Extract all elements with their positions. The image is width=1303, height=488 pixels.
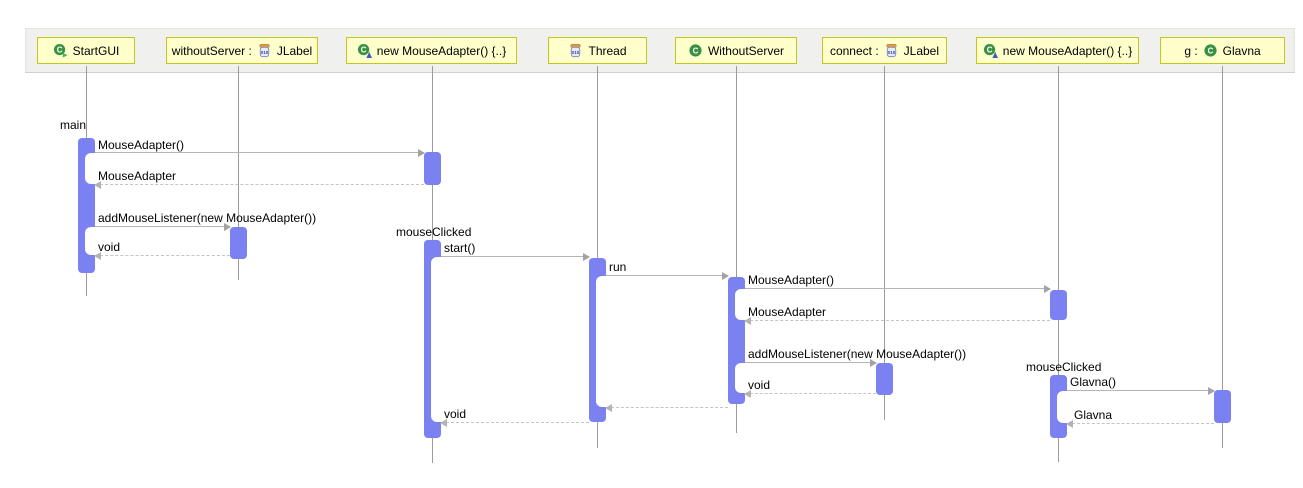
message-label-void-2[interactable]: void bbox=[748, 378, 771, 392]
message-label-void-1[interactable]: void bbox=[98, 240, 121, 254]
participant-label: WithoutServer bbox=[707, 43, 785, 58]
activation-withoutserver-jlabel[interactable] bbox=[229, 227, 247, 259]
participant-thread[interactable]: 010 Thread bbox=[548, 37, 647, 64]
lifeline-mouseadapter-2 bbox=[1057, 66, 1059, 462]
activation-glavna-ctor[interactable] bbox=[1213, 390, 1231, 423]
participant-prefix: connect : bbox=[829, 43, 879, 58]
return-arrow-run bbox=[604, 404, 728, 412]
message-label-glavna-return[interactable]: Glavna bbox=[1074, 408, 1113, 422]
participant-withoutserver[interactable]: C WithoutServer bbox=[675, 37, 797, 64]
participant-anonymous-mouseadapter-1[interactable]: C new MouseAdapter() {..} bbox=[346, 37, 517, 64]
activation-mouseadapter2-ctor[interactable] bbox=[1049, 290, 1067, 320]
svg-text:010: 010 bbox=[572, 50, 580, 55]
lifeline-thread bbox=[596, 66, 598, 448]
participant-glavna[interactable]: g : C Glavna bbox=[1160, 37, 1285, 64]
lifeline-glavna bbox=[1221, 66, 1223, 448]
message-label-addmouselistener-1[interactable]: addMouseListener(new MouseAdapter()) bbox=[98, 211, 317, 225]
class-run-icon: C bbox=[53, 43, 68, 58]
participant-anonymous-mouseadapter-2[interactable]: C new MouseAdapter() {..} bbox=[976, 37, 1139, 64]
call-notch bbox=[735, 289, 745, 320]
participant-label: new MouseAdapter() {..} bbox=[1002, 43, 1133, 58]
label-mouseclicked-2[interactable]: mouseClicked bbox=[1026, 360, 1102, 374]
class-icon: C bbox=[688, 43, 703, 58]
anonymous-class-icon: C bbox=[357, 43, 372, 58]
participant-connect-jlabel[interactable]: connect : 010 JLabel bbox=[822, 37, 947, 64]
participant-startgui[interactable]: C StartGUI bbox=[37, 37, 135, 64]
return-arrow bbox=[743, 390, 876, 398]
participant-prefix: withoutServer : bbox=[171, 43, 252, 58]
svg-text:C: C bbox=[986, 46, 992, 55]
participant-prefix: g : bbox=[1184, 43, 1198, 58]
svg-text:010: 010 bbox=[260, 50, 268, 55]
message-label-mouseadapter-return-1[interactable]: MouseAdapter bbox=[98, 169, 177, 183]
message-label-mouseadapter-ctor-2[interactable]: MouseAdapter() bbox=[748, 273, 835, 287]
call-arrow bbox=[744, 359, 877, 367]
lifeline-withoutserver bbox=[735, 66, 737, 433]
anonymous-class-icon: C bbox=[983, 43, 998, 58]
return-arrow bbox=[1065, 420, 1214, 428]
label-mouseclicked-1[interactable]: mouseClicked bbox=[396, 225, 472, 239]
svg-text:C: C bbox=[1207, 47, 1213, 56]
call-arrow bbox=[94, 149, 425, 157]
call-notch bbox=[596, 276, 606, 407]
svg-text:010: 010 bbox=[887, 50, 895, 55]
activation-connect-jlabel[interactable] bbox=[875, 363, 893, 395]
label-main[interactable]: main bbox=[60, 118, 87, 132]
call-arrow bbox=[94, 223, 231, 231]
participant-label: JLabel bbox=[276, 43, 313, 58]
message-label-addmouselistener-2[interactable]: addMouseListener(new MouseAdapter()) bbox=[748, 347, 967, 361]
return-arrow bbox=[439, 419, 589, 427]
call-notch bbox=[85, 227, 95, 255]
return-arrow bbox=[93, 181, 424, 189]
return-arrow bbox=[93, 252, 230, 260]
call-notch bbox=[431, 257, 441, 422]
message-label-start[interactable]: start() bbox=[444, 241, 476, 255]
svg-text:C: C bbox=[56, 46, 62, 55]
call-notch bbox=[735, 363, 745, 393]
call-arrow bbox=[440, 253, 590, 261]
return-arrow bbox=[743, 317, 1050, 325]
message-label-run[interactable]: run bbox=[609, 260, 627, 274]
lifeline-withoutserver-jlabel bbox=[237, 66, 239, 280]
svg-text:C: C bbox=[360, 46, 366, 55]
field-icon: 010 bbox=[257, 43, 272, 58]
field-icon: 010 bbox=[884, 43, 899, 58]
call-notch bbox=[1057, 391, 1067, 423]
participant-label: new MouseAdapter() {..} bbox=[376, 43, 507, 58]
lifeline-connect-jlabel bbox=[883, 66, 885, 420]
class-icon: C bbox=[1203, 43, 1218, 58]
participant-label: StartGUI bbox=[72, 43, 120, 58]
message-label-void-3[interactable]: void bbox=[444, 407, 467, 421]
call-arrow bbox=[605, 272, 729, 280]
message-label-glavna-ctor[interactable]: Glavna() bbox=[1070, 375, 1117, 389]
field-icon: 010 bbox=[568, 43, 583, 58]
participant-label: Glavna bbox=[1222, 43, 1261, 58]
activation-mouseadapter1-ctor[interactable] bbox=[423, 152, 441, 185]
call-arrow bbox=[1066, 387, 1215, 395]
participant-withoutserver-jlabel[interactable]: withoutServer : 010 JLabel bbox=[166, 37, 318, 64]
participant-label: JLabel bbox=[903, 43, 940, 58]
message-label-mouseadapter-return-2[interactable]: MouseAdapter bbox=[748, 305, 827, 319]
call-notch bbox=[85, 153, 95, 184]
call-arrow bbox=[744, 285, 1051, 293]
svg-text:C: C bbox=[693, 47, 699, 56]
participant-label: Thread bbox=[588, 43, 627, 58]
message-label-mouseadapter-ctor-1[interactable]: MouseAdapter() bbox=[98, 138, 185, 152]
